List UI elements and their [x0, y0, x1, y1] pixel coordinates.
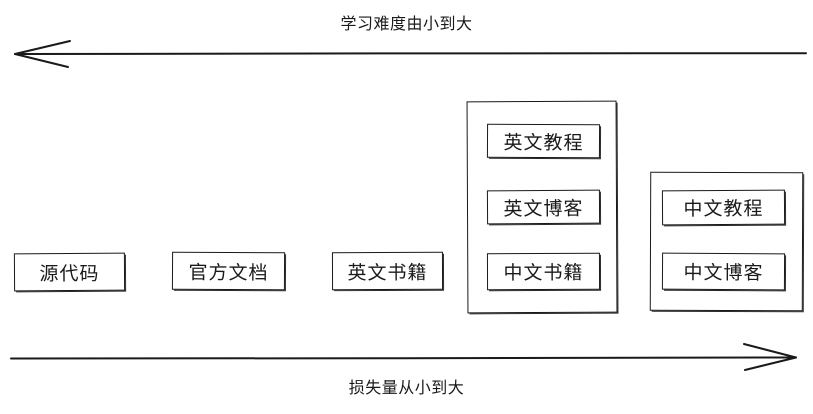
loss-axis-arrow [10, 343, 797, 371]
bottom-axis-caption: 损失量从小到大 [348, 378, 465, 397]
node-chinese-books[interactable]: 中文书籍 [486, 252, 601, 291]
difficulty-axis-arrow [14, 40, 807, 68]
node-english-blog[interactable]: 英文博客 [486, 189, 601, 225]
node-chinese-blog[interactable]: 中文博客 [661, 252, 786, 291]
top-axis-caption: 学习难度由小到大 [340, 14, 473, 33]
node-chinese-tutorial[interactable]: 中文教程 [661, 189, 786, 226]
node-label: 源代码 [39, 262, 100, 285]
node-english-tutorial[interactable]: 英文教程 [486, 123, 601, 159]
node-label: 中文书籍 [503, 261, 584, 285]
node-english-books[interactable]: 英文书籍 [331, 251, 444, 291]
node-label: 英文书籍 [347, 261, 428, 284]
node-label: 英文博客 [503, 197, 584, 220]
node-label: 英文教程 [503, 131, 584, 154]
node-label: 中文博客 [683, 261, 764, 285]
node-label: 中文教程 [683, 197, 764, 221]
node-source-code[interactable]: 源代码 [13, 252, 126, 292]
node-official-docs[interactable]: 官方文档 [171, 251, 286, 291]
node-label: 官方文档 [188, 261, 269, 284]
